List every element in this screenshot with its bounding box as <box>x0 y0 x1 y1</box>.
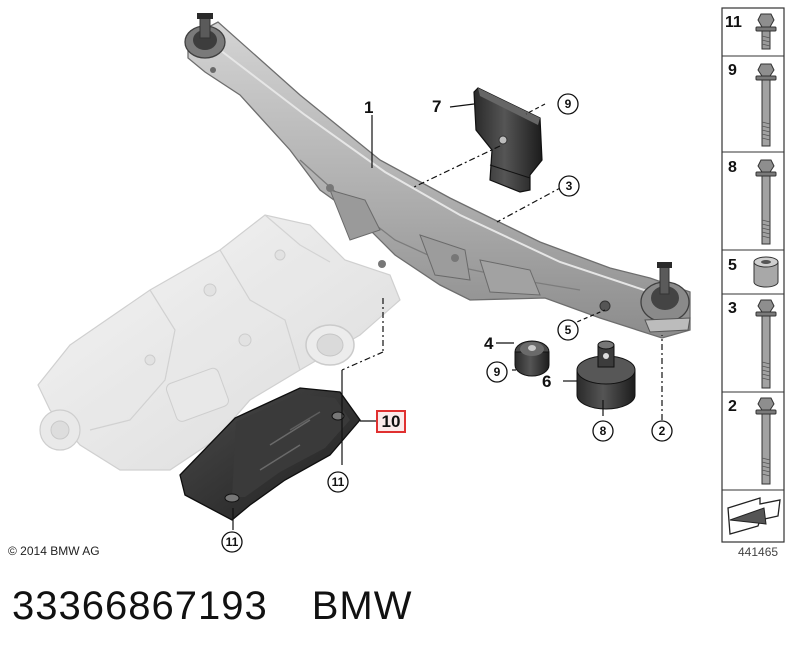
rear-axle-carrier <box>184 13 691 339</box>
bolt-2-icon <box>755 397 777 485</box>
bolt-11-icon <box>755 13 777 50</box>
copyright-text: © 2014 BMW AG <box>8 544 100 558</box>
legend-label-1: 9 <box>728 62 737 79</box>
legend-label-5: 2 <box>728 398 737 415</box>
circled-callout-11b: 11 <box>221 531 243 553</box>
rubber-stop-part-7 <box>473 87 543 193</box>
circled-callout-9a: 9 <box>557 93 579 115</box>
bolt-3-icon <box>755 299 777 389</box>
callout-5: 5 <box>565 323 572 337</box>
legend-label-2: 8 <box>728 159 737 176</box>
circled-callout-3: 3 <box>558 175 580 197</box>
circled-callout-11a: 11 <box>327 471 349 493</box>
brand-name: BMW <box>311 584 413 628</box>
legend-label-0: 11 <box>725 14 742 31</box>
bolt-8-icon <box>755 159 777 245</box>
callout-7: 7 <box>432 97 441 116</box>
direction-arrow-icon <box>727 497 781 535</box>
callout-3: 3 <box>566 179 573 193</box>
highlighted-callout-10[interactable]: 10 <box>376 410 406 433</box>
callout-4: 4 <box>484 334 494 353</box>
callout-2: 2 <box>659 424 666 438</box>
callout-11-cover: 11 <box>332 475 345 489</box>
fastener-legend: 11 9 8 5 3 2 <box>721 7 785 543</box>
circled-callout-8: 8 <box>592 420 614 442</box>
legend-label-3: 5 <box>728 257 737 274</box>
callout-9-top: 9 <box>565 97 572 111</box>
left-bushing <box>184 13 226 59</box>
leader-lines <box>232 103 663 530</box>
part-number: 33366867193 <box>12 584 268 628</box>
callout-1: 1 <box>364 98 373 117</box>
spacer-5-icon <box>753 256 779 288</box>
callout-8: 8 <box>600 424 607 438</box>
callout-11-lower: 11 <box>226 535 239 549</box>
rubber-mount-part-4 <box>514 340 550 377</box>
callout-9-bottom: 9 <box>494 365 501 379</box>
rubber-mount-part-6 <box>576 340 636 410</box>
rear-differential-ghost <box>37 214 401 471</box>
callout-10: 10 <box>382 412 401 431</box>
callout-6: 6 <box>542 372 551 391</box>
bolt-9-icon <box>755 63 777 147</box>
circled-callout-5: 5 <box>557 319 579 341</box>
right-bushing <box>640 262 691 333</box>
diagram-id: 441465 <box>738 545 778 559</box>
part-number-line: 33366867193 BMW <box>12 584 412 629</box>
circled-callout-2: 2 <box>651 420 673 442</box>
underbody-cover-part-10 <box>179 387 361 521</box>
legend-label-4: 3 <box>728 300 737 317</box>
circled-callout-9b: 9 <box>486 361 508 383</box>
